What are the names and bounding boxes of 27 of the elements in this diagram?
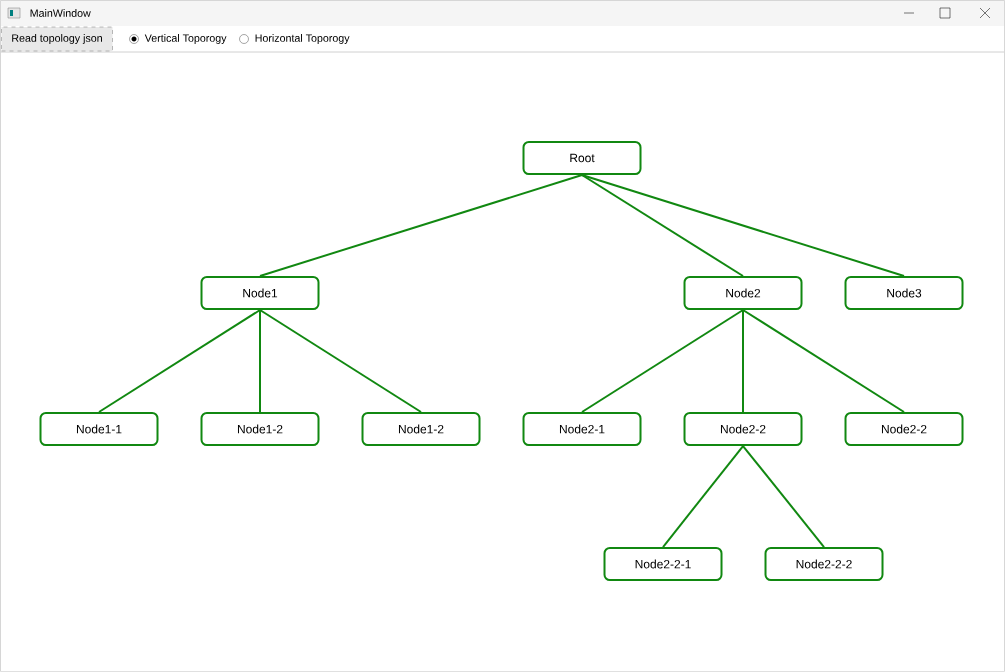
tree-node-box: Root [522,141,642,175]
connector-line [581,174,744,277]
tree-node-box: Node3 [844,276,964,310]
tree-node-box: Node2-2-2 [764,547,884,581]
tree-node-box: Node2-1 [522,412,642,446]
tree-node-box: Node2 [683,276,803,310]
connector-line [742,309,905,413]
window-title: MainWindow [30,9,91,17]
connector-line [742,309,744,413]
connector-line [259,309,422,413]
tree-node-box: Node1-2 [200,412,320,446]
tree-node-box: Node1 [200,276,320,310]
connector-line [581,309,744,413]
tree-node-box: Node2-2 [844,412,964,446]
connector-line [662,445,744,548]
connector-line [98,309,261,413]
radio-label: Horizontal Toporogy [255,34,350,44]
connector-line [581,174,905,277]
read-button: Read topology json [1,26,113,52]
tree-node-box: Node1-1 [39,412,159,446]
connector-line [742,445,825,548]
connector-line [259,174,583,277]
tree-node-box: Node1-2 [361,412,481,446]
radio-label: Vertical Toporogy [144,34,227,44]
connector-line [259,309,261,413]
tree-node-box: Node2-2 [683,412,803,446]
tree-node-box: Node2-2-1 [603,547,723,581]
